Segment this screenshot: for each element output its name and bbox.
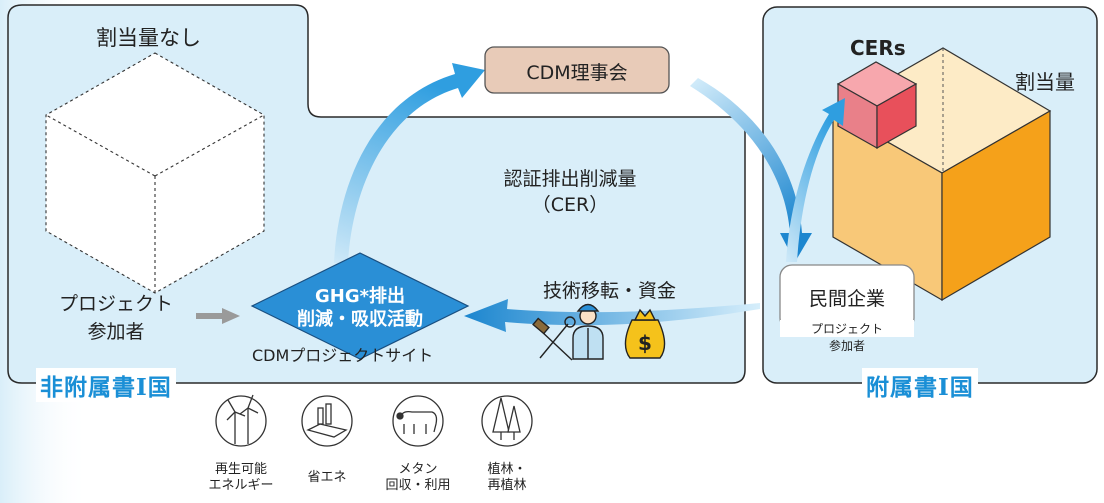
icon-label-factory-1: 省エネ — [307, 470, 347, 485]
cer-label-2: （CER） — [531, 194, 609, 216]
participant-arrow — [196, 308, 240, 324]
factory-icon — [301, 395, 353, 447]
worker-icon — [572, 303, 604, 360]
ghg-label-1: GHG*排出 — [314, 286, 406, 307]
ghg-diamond — [250, 252, 470, 360]
cdm-site-label: CDMプロジェクトサイト — [252, 346, 434, 365]
icon-label-tree: 植林・ 再植林 — [462, 462, 552, 494]
ghg-label-2: 削減・吸収活動 — [297, 309, 423, 330]
participant-label-1: プロジェクト — [58, 293, 173, 315]
cers-label: CERs — [850, 36, 906, 60]
allowance-title: 割当量 — [1015, 70, 1075, 94]
arrow-to-board — [334, 63, 485, 263]
icon-label-factory: 省エネ — [282, 470, 372, 486]
icon-label-cow-1: メタン — [398, 462, 438, 477]
money-bag-icon: $ — [624, 308, 666, 359]
icon-label-wind: 再生可能 エネルギー — [196, 462, 286, 494]
non-annex-label: 非附属書I国 — [36, 368, 176, 402]
svg-text:$: $ — [638, 331, 652, 355]
company-sub-2: 参加者 — [828, 339, 865, 353]
icon-label-tree-2: 再植林 — [487, 478, 527, 493]
tools-icon — [532, 316, 576, 361]
company-sub-1: プロジェクト — [780, 320, 914, 337]
cdm-board-box — [484, 46, 670, 94]
no-allowance-title: 割当量なし — [96, 26, 201, 50]
icon-label-wind-2: エネルギー — [208, 478, 274, 493]
icon-label-cow: メタン 回収・利用 — [373, 462, 463, 494]
icon-label-wind-1: 再生可能 — [214, 462, 267, 477]
cdm-board-label: CDM理事会 — [526, 62, 628, 84]
empty-cube — [45, 52, 265, 294]
arrow-to-company — [690, 78, 812, 262]
icon-label-cow-2: 回収・利用 — [385, 478, 451, 493]
icon-label-tree-1: 植林・ — [487, 462, 527, 477]
company-name: 民間企業 — [808, 288, 885, 310]
tech-transfer-label: 技術移転・資金 — [543, 280, 677, 302]
wind-icon — [215, 394, 267, 447]
cer-label-1: 認証排出削減量 — [503, 168, 637, 190]
arrow-to-cers — [786, 98, 845, 262]
participant-label-2: 参加者 — [87, 321, 145, 343]
cow-icon — [392, 395, 444, 447]
tree-icon — [481, 395, 533, 447]
annex-label: 附属書I国 — [862, 368, 978, 402]
